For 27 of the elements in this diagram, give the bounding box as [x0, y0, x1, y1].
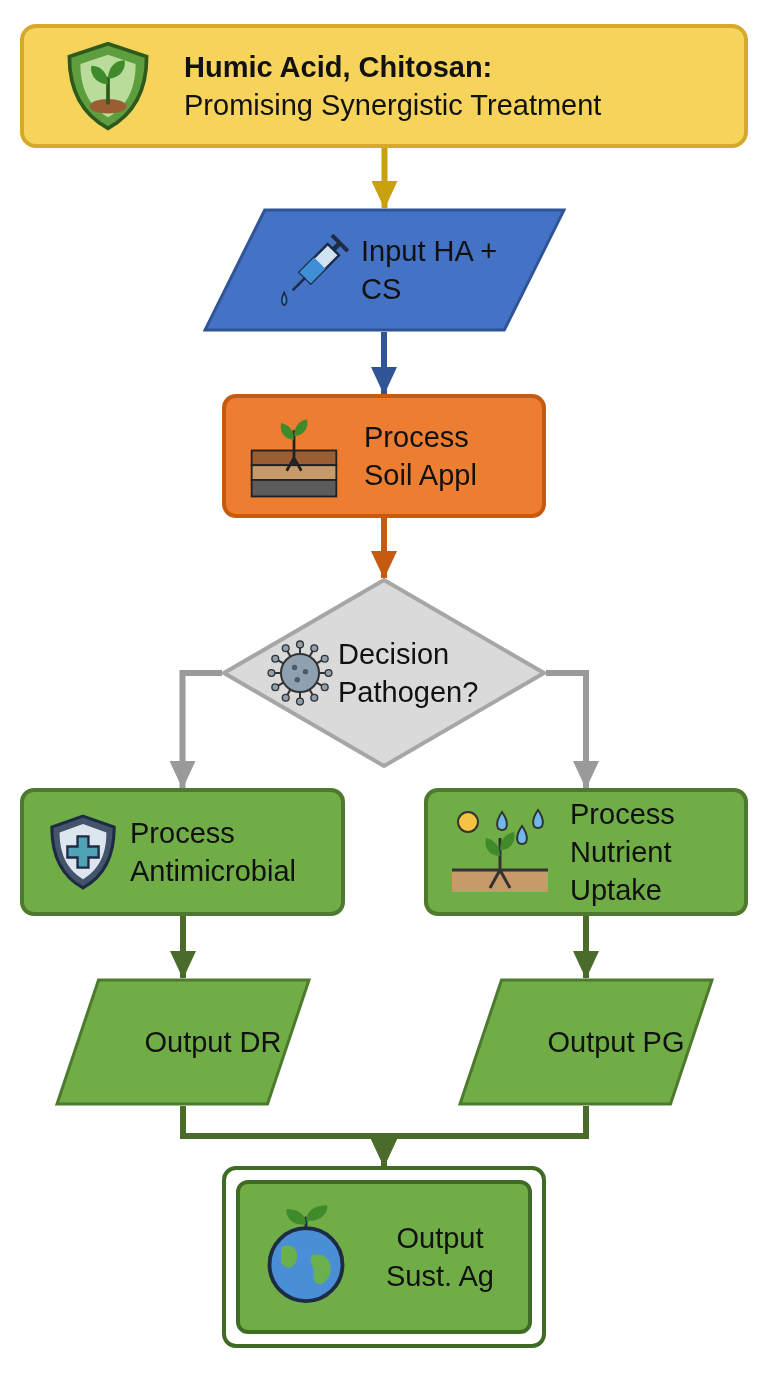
process-box — [222, 394, 546, 518]
node-label: Output DR — [143, 1024, 283, 1060]
arrow — [170, 916, 196, 979]
node-label: Process Soil Appl — [364, 419, 478, 493]
output-parallelogram — [55, 978, 311, 1106]
node-label: Input HA + CS — [361, 233, 499, 307]
decision-diamond — [222, 578, 546, 768]
node-label: Output PG — [546, 1024, 686, 1060]
node-label: Promising Synergistic Treatment — [184, 88, 603, 123]
arrow — [371, 148, 398, 209]
input-parallelogram — [203, 208, 566, 332]
arrow — [573, 916, 599, 979]
terminal-box — [222, 1166, 546, 1348]
node-label: Process Nutrient Uptake — [570, 796, 676, 909]
arrow — [371, 332, 397, 395]
output-parallelogram — [458, 978, 714, 1106]
node-label: Decision Pathogen? — [338, 636, 480, 710]
process-box — [424, 788, 748, 916]
arrow — [371, 1106, 589, 1167]
title-box — [20, 24, 748, 148]
heading: Humic Acid, Chitosan: — [184, 49, 494, 85]
node-label: Process Antimicrobial — [130, 815, 297, 889]
process-box — [20, 788, 345, 916]
arrow — [169, 670, 222, 789]
arrow — [546, 670, 599, 789]
arrow — [371, 518, 397, 579]
node-label: Output Sust. Ag — [385, 1220, 495, 1294]
